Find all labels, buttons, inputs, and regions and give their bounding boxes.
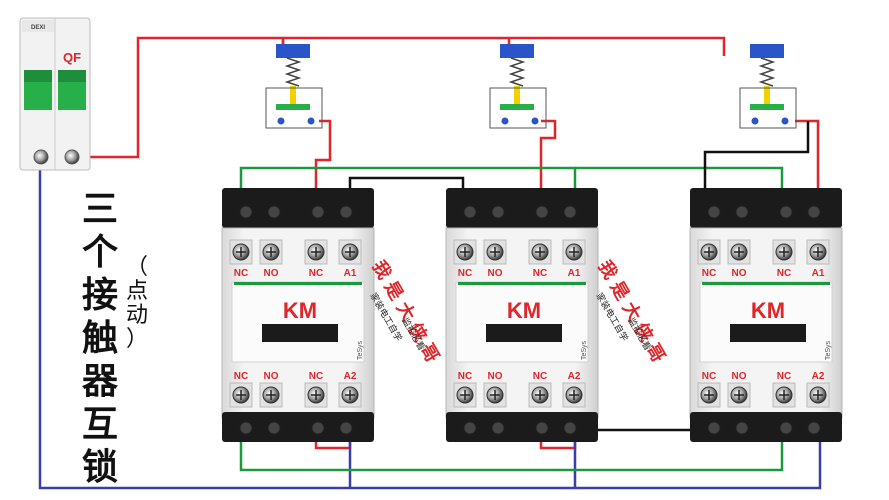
terminal-label-bottom: NC — [702, 371, 716, 382]
terminal-label-top: NC — [777, 268, 791, 279]
title-char: 互 — [81, 403, 118, 445]
terminal-label-top: NO — [732, 268, 747, 279]
subtitle-char: 点 — [125, 279, 148, 304]
brand-mark: TeSys — [581, 340, 588, 360]
breaker-terminal-right — [64, 149, 80, 165]
terminal-label-bottom: A2 — [344, 371, 357, 382]
terminal-label-bottom: A2 — [568, 371, 581, 382]
terminal-label-top: NC — [234, 268, 248, 279]
circuit-breaker-qf: DEXI QF — [19, 17, 91, 171]
terminal-label-top: NO — [488, 268, 503, 279]
breaker-terminal-left — [33, 149, 49, 165]
terminal-label-top: NC — [309, 268, 323, 279]
terminal-label-bottom: NC — [533, 371, 547, 382]
breaker-toggle-right[interactable] — [58, 80, 86, 110]
title-char: 触 — [81, 317, 118, 359]
terminal-label-top: NC — [458, 268, 472, 279]
terminal-label-bottom: NC — [309, 371, 323, 382]
subtitle-char: （ — [125, 255, 148, 280]
terminal-label-bottom: NC — [777, 371, 791, 382]
page-subtitle: （ 点 动 ） — [120, 256, 154, 352]
page-title: 三 个 接 触 器 互 锁 — [78, 188, 122, 489]
terminal-label-bottom: NC — [458, 371, 472, 382]
breaker-toggle-left[interactable] — [24, 80, 52, 110]
title-char: 器 — [81, 360, 118, 402]
terminal-label-bottom: A2 — [812, 371, 825, 382]
brand-mark: TeSys — [357, 340, 364, 360]
contactor-label: KM — [283, 298, 317, 323]
title-char: 三 — [81, 188, 118, 230]
title-char: 锁 — [81, 446, 118, 488]
push-button-1[interactable] — [265, 44, 323, 129]
terminal-label-top: A1 — [812, 268, 825, 279]
title-char: 个 — [81, 231, 118, 273]
terminal-label-top: NO — [264, 268, 279, 279]
terminal-label-top: A1 — [568, 268, 581, 279]
terminal-label-top: NC — [533, 268, 547, 279]
contactor-label: KM — [507, 298, 541, 323]
brand-mark: TeSys — [825, 340, 832, 360]
watermark-2: 我是大侠哥 家装电工自学 监控必看 — [593, 257, 672, 372]
title-char: 接 — [81, 274, 118, 316]
subtitle-char: 动 — [125, 303, 148, 328]
watermark-1: 我是大侠哥 家装电工自学 监控必看 — [367, 257, 446, 372]
breaker-brand: DEXI — [31, 25, 45, 31]
breaker-label: QF — [63, 50, 81, 65]
terminal-label-top: NC — [702, 268, 716, 279]
terminal-label-bottom: NO — [488, 371, 503, 382]
terminal-label-bottom: NC — [234, 371, 248, 382]
contactor-label: KM — [751, 298, 785, 323]
terminal-label-bottom: NO — [732, 371, 747, 382]
terminal-label-top: A1 — [344, 268, 357, 279]
terminal-label-bottom: NO — [264, 371, 279, 382]
push-button-2[interactable] — [489, 44, 547, 129]
push-button-3[interactable] — [739, 44, 797, 129]
subtitle-char: ） — [125, 327, 148, 352]
